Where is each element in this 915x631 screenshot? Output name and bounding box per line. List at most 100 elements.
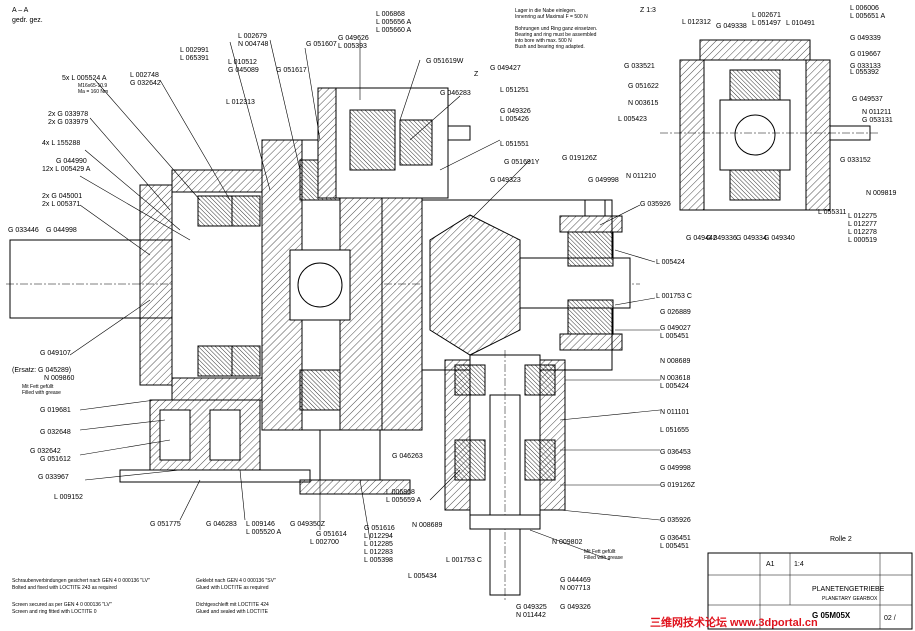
callout-l012285: L 012285 — [364, 541, 393, 548]
svg-text:G 051622: G 051622 — [628, 83, 659, 90]
main-section-view — [6, 87, 640, 600]
svg-text:L 002671: L 002671 — [752, 12, 781, 19]
callout-l012313: L 012313 — [226, 99, 255, 106]
svg-text:N 011210: N 011210 — [626, 173, 656, 180]
callout-l005393: L 005393 — [338, 43, 367, 50]
callout-grease-de-b: Mit Fett gefüllt — [584, 549, 616, 555]
callout-n011101: N 011101 — [660, 409, 689, 416]
callout-l051251: L 051251 — [500, 87, 529, 94]
callout-g049427: G 049427 — [490, 65, 521, 72]
callout-g019126z-top: G 019126Z — [562, 155, 598, 162]
svg-text:Schraubenverbindungen gesicher: Schraubenverbindungen gesichert nach GEN… — [12, 578, 150, 584]
callout-l006868-b: L 006868 — [386, 489, 415, 496]
callout-l012294: L 012294 — [364, 533, 393, 540]
callout-g033446: G 033446 — [8, 227, 39, 234]
callout-l051655: L 051655 — [660, 427, 689, 434]
callout-g051616: G 051616 — [364, 525, 395, 532]
bevel-gear — [429, 214, 521, 356]
svg-text:Screen and ring fitted with LO: Screen and ring fitted with LOCTITE 0 — [12, 609, 97, 615]
svg-text:N 011211: N 011211 — [862, 109, 891, 116]
callout-l009146: L 009146 — [246, 521, 275, 528]
planet-gear-lower — [299, 369, 341, 411]
svg-text:G 049338: G 049338 — [716, 23, 747, 30]
callout-g033979: 2x G 033979 — [48, 119, 88, 126]
svg-text:L 006006: L 006006 — [850, 5, 879, 12]
callouts-top: L 002748 G 032642 L 002991 L 065391 L 00… — [130, 11, 619, 184]
callout-l005429a: 12x L 005429 A — [42, 166, 91, 173]
svg-text:G 033133: G 033133 — [850, 63, 881, 70]
callout-l155288: 4x L 155288 — [42, 140, 80, 147]
callout-l005656a: L 005656 A — [376, 19, 411, 26]
svg-text:Bearing and ring must be assem: Bearing and ring must be assembled — [515, 32, 597, 38]
callouts-left: 5x L 005524 A M16x65-10.9 Ma = 160 Nm 2x… — [8, 75, 108, 501]
callout-ma160: Ma = 160 Nm — [78, 89, 108, 95]
svg-text:G 049442: G 049442 — [686, 235, 717, 242]
svg-text:L 055392: L 055392 — [850, 69, 879, 76]
svg-text:Glued with LOCTITE as required: Glued with LOCTITE as required — [196, 585, 269, 591]
callout-g046283-b: G 046283 — [206, 521, 237, 528]
svg-text:Lager in die Nabe einlegen.: Lager in die Nabe einlegen. — [515, 8, 576, 14]
svg-text:L 012277: L 012277 — [848, 221, 877, 228]
bearing-upper-left — [197, 195, 233, 227]
callout-m16x65: M16x65-10.9 — [78, 83, 107, 89]
callout-l010512: L 010512 — [228, 59, 257, 66]
callout-g036451: G 036451 — [660, 535, 691, 542]
callout-l005524a: 5x L 005524 A — [62, 75, 107, 82]
svg-text:G 053131: G 053131 — [862, 117, 893, 124]
sun-gear — [297, 262, 343, 308]
callout-g051775: G 051775 — [150, 521, 181, 528]
callout-g049107: G 049107 — [40, 350, 71, 357]
callout-g032642: G 032642 — [30, 448, 61, 455]
callout-g032642-top: G 032642 — [130, 80, 161, 87]
leader-lines — [69, 39, 661, 561]
scale: 1:4 — [794, 561, 804, 568]
callout-g019126z: G 019126Z — [660, 482, 696, 489]
callout-grease-de: Mit Fett gefüllt — [22, 384, 54, 390]
callout-g044998: G 044998 — [46, 227, 77, 234]
callouts-bottom: G 051775 G 046283 L 009146 L 005520 A G … — [150, 453, 623, 619]
callout-n009860: N 009860 — [44, 375, 74, 382]
callout-l005424: L 005424 — [656, 259, 685, 266]
svg-text:N 003615: N 003615 — [628, 100, 658, 107]
callout-g044990: G 044990 — [56, 158, 87, 165]
z-marker: Z — [474, 71, 479, 78]
callout-g026889: G 026889 — [660, 309, 691, 316]
callout-g049350z: G 049350Z — [290, 521, 326, 528]
svg-text:G 049537: G 049537 — [852, 96, 883, 103]
callout-l001753c: L 001753 C — [656, 293, 692, 300]
callout-g045001: 2x G 045001 — [42, 193, 82, 200]
callout-g049326: G 049326 — [500, 108, 531, 115]
svg-text:L 012278: L 012278 — [848, 229, 877, 236]
svg-text:G 049339: G 049339 — [850, 35, 881, 42]
svg-text:Innenring auf Maximal F = 500: Innenring auf Maximal F = 500 N — [515, 14, 588, 20]
callout-l005451: L 005451 — [660, 333, 689, 340]
callout-l005520a: L 005520 A — [246, 529, 281, 536]
callout-g032648: G 032648 — [40, 429, 71, 436]
callout-l002991: L 002991 — [180, 47, 209, 54]
svg-text:L 055311: L 055311 — [818, 209, 847, 216]
svg-text:L 012275: L 012275 — [848, 213, 877, 220]
callout-l065391: L 065391 — [180, 55, 209, 62]
svg-text:L 000519: L 000519 — [848, 237, 877, 244]
callout-g051617: G 051617 — [276, 67, 307, 74]
callout-g049325: G 049325 — [516, 604, 547, 611]
title-format: A1 — [766, 561, 775, 568]
callout-l005398: L 005398 — [364, 557, 393, 564]
callout-l005434: L 005434 — [408, 573, 437, 580]
sheet: 02 / — [884, 615, 896, 622]
callout-g049027: G 049027 — [660, 325, 691, 332]
svg-text:L 051497: L 051497 — [752, 20, 781, 27]
svg-text:G 033152: G 033152 — [840, 157, 871, 164]
bearing-lower-left — [197, 345, 233, 377]
title-de: PLANETENGETRIEBE — [812, 586, 885, 593]
svg-text:G 019667: G 019667 — [850, 51, 881, 58]
callout-l005426: L 005426 — [500, 116, 529, 123]
callout-l005424-b: L 005424 — [660, 383, 689, 390]
svg-text:L 012312: L 012312 — [682, 19, 711, 26]
svg-text:Dichtgeschleift mit LOCTITE 42: Dichtgeschleift mit LOCTITE 424 — [196, 602, 269, 608]
bearing-output-upper — [567, 231, 614, 267]
svg-text:Bush and bearing ring adapted.: Bush and bearing ring adapted. — [515, 44, 585, 50]
callout-g051612: G 051612 — [40, 456, 71, 463]
callout-g046263: G 046263 — [392, 453, 423, 460]
